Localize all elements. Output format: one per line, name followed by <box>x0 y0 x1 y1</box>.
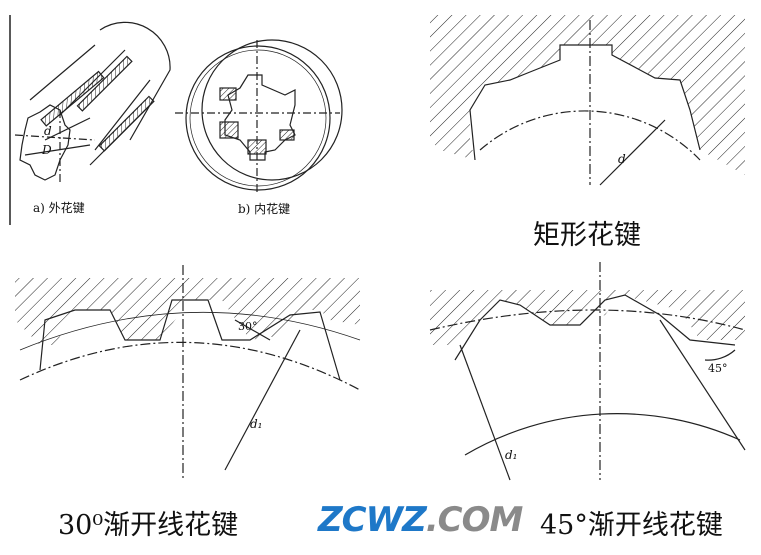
involute-30-caption: 30⁰渐开线花键 <box>58 510 239 541</box>
rectangular-spline-caption: 矩形花键 <box>533 220 641 251</box>
pressure-angle-30-label: 30° <box>238 320 258 333</box>
minor-diameter-label: d <box>44 124 52 138</box>
watermark-part1: ZCWZ <box>318 500 427 540</box>
involute-30-diameter-label: d₁ <box>250 417 263 431</box>
internal-spline-caption: b) 内花键 <box>238 202 291 216</box>
involute-45-diameter-label: d₁ <box>505 448 518 462</box>
watermark-part2: .COM <box>425 500 524 540</box>
watermark-logo: ZCWZ.COM <box>318 500 524 540</box>
external-spline-caption: a) 外花键 <box>33 201 85 215</box>
rectangular-spline-drawing <box>430 15 745 186</box>
involute-45-spline-drawing <box>429 262 746 481</box>
major-diameter-label: D <box>42 143 52 157</box>
internal-spline-drawing <box>175 39 343 195</box>
pressure-angle-45-label: 45° <box>708 362 728 375</box>
rectangular-diameter-label: d <box>618 152 626 166</box>
involute-30-spline-drawing <box>15 265 361 480</box>
external-spline-drawing <box>9 15 171 225</box>
involute-45-caption: 45°渐开线花键 <box>540 510 723 541</box>
